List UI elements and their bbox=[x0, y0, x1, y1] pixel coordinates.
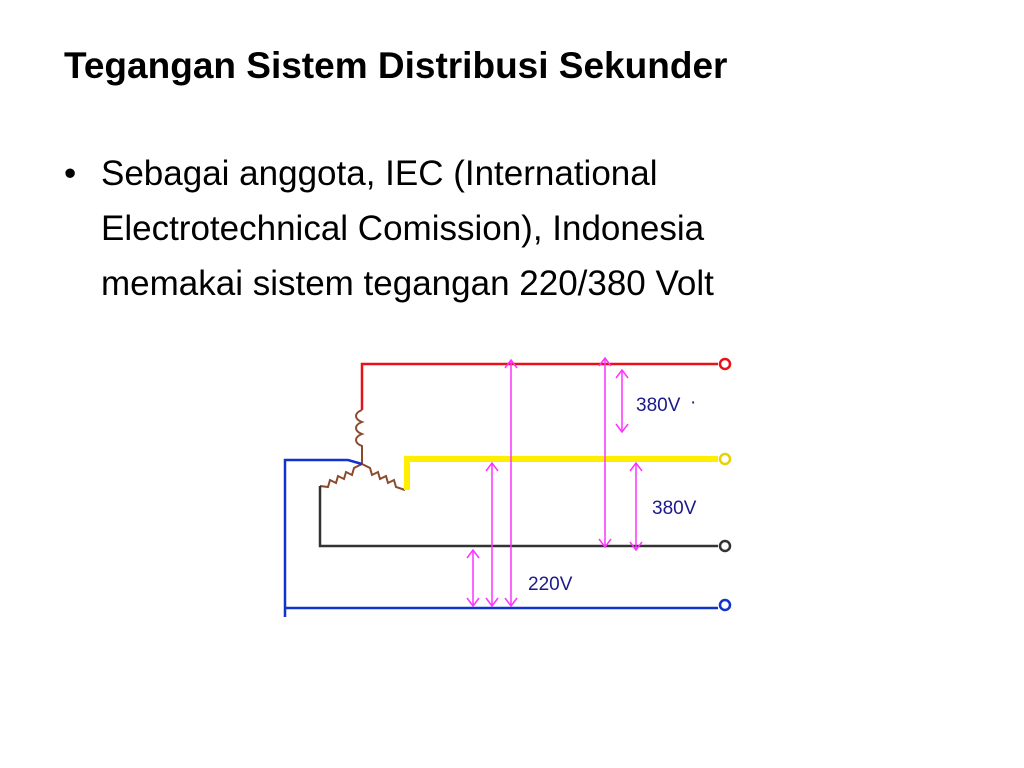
arrow-r-s bbox=[615, 368, 629, 434]
voltage-labels: 380V · 380V 220V bbox=[528, 392, 697, 595]
slide-title: Tegangan Sistem Distribusi Sekunder bbox=[64, 45, 728, 86]
phase-r-wire bbox=[360, 362, 718, 410]
label-dot: · bbox=[690, 392, 696, 413]
phase-s-line bbox=[404, 452, 732, 490]
phase-t-terminal[interactable] bbox=[718, 539, 732, 553]
wiring-diagram: 380V · 380V 220V bbox=[283, 356, 732, 617]
neutral-line bbox=[283, 458, 732, 617]
arrow-t-neutral bbox=[466, 548, 480, 608]
bullet-item: • Sebagai anggota, IEC (International El… bbox=[64, 146, 964, 311]
neutral-terminal[interactable] bbox=[718, 598, 732, 612]
arrow-r-neutral bbox=[504, 358, 518, 608]
label-220v: 220V bbox=[528, 574, 573, 595]
label-380v-upper: 380V bbox=[636, 395, 681, 416]
phase-s-wire bbox=[404, 456, 718, 490]
label-380v-lower: 380V bbox=[652, 498, 697, 519]
bullet-list: • Sebagai anggota, IEC (International El… bbox=[64, 146, 964, 311]
neutral-wire bbox=[283, 458, 363, 617]
arrow-s-t bbox=[629, 461, 643, 552]
measurement-arrows bbox=[466, 356, 643, 608]
phase-r-line bbox=[360, 357, 732, 410]
phase-t-wire bbox=[318, 486, 718, 548]
arrow-s-neutral bbox=[485, 461, 499, 608]
bullet-line-2: Electrotechnical Comission), Indonesia bbox=[101, 209, 705, 248]
bullet-line-3: memakai sistem tegangan 220/380 Volt bbox=[101, 264, 714, 303]
phase-s-terminal[interactable] bbox=[718, 452, 732, 466]
arrow-r-t bbox=[598, 356, 612, 549]
winding-coil-left bbox=[319, 463, 363, 489]
winding-coil-vertical bbox=[355, 409, 365, 464]
bullet-dot: • bbox=[64, 154, 77, 193]
winding-coil-right bbox=[361, 463, 406, 491]
star-winding bbox=[319, 409, 406, 491]
bullet-line-1: Sebagai anggota, IEC (International bbox=[101, 154, 658, 193]
phase-t-line bbox=[318, 486, 732, 553]
phase-r-terminal[interactable] bbox=[718, 357, 732, 371]
